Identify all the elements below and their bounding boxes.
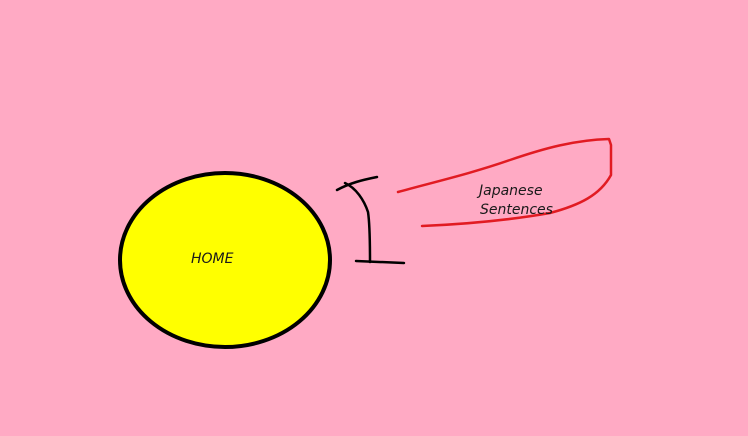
connector-base-stroke [354,259,406,265]
japanese-sentences-outline[interactable] [396,137,613,228]
japanese-label-line1: Japanese [479,183,543,199]
home-circle[interactable] [118,171,332,349]
home-label: HOME [191,251,234,267]
connector-glyph [335,175,406,265]
connector-top-stroke [335,175,379,192]
connector-stem-stroke [343,181,372,264]
japanese-label-line2: Sentences [480,202,553,218]
